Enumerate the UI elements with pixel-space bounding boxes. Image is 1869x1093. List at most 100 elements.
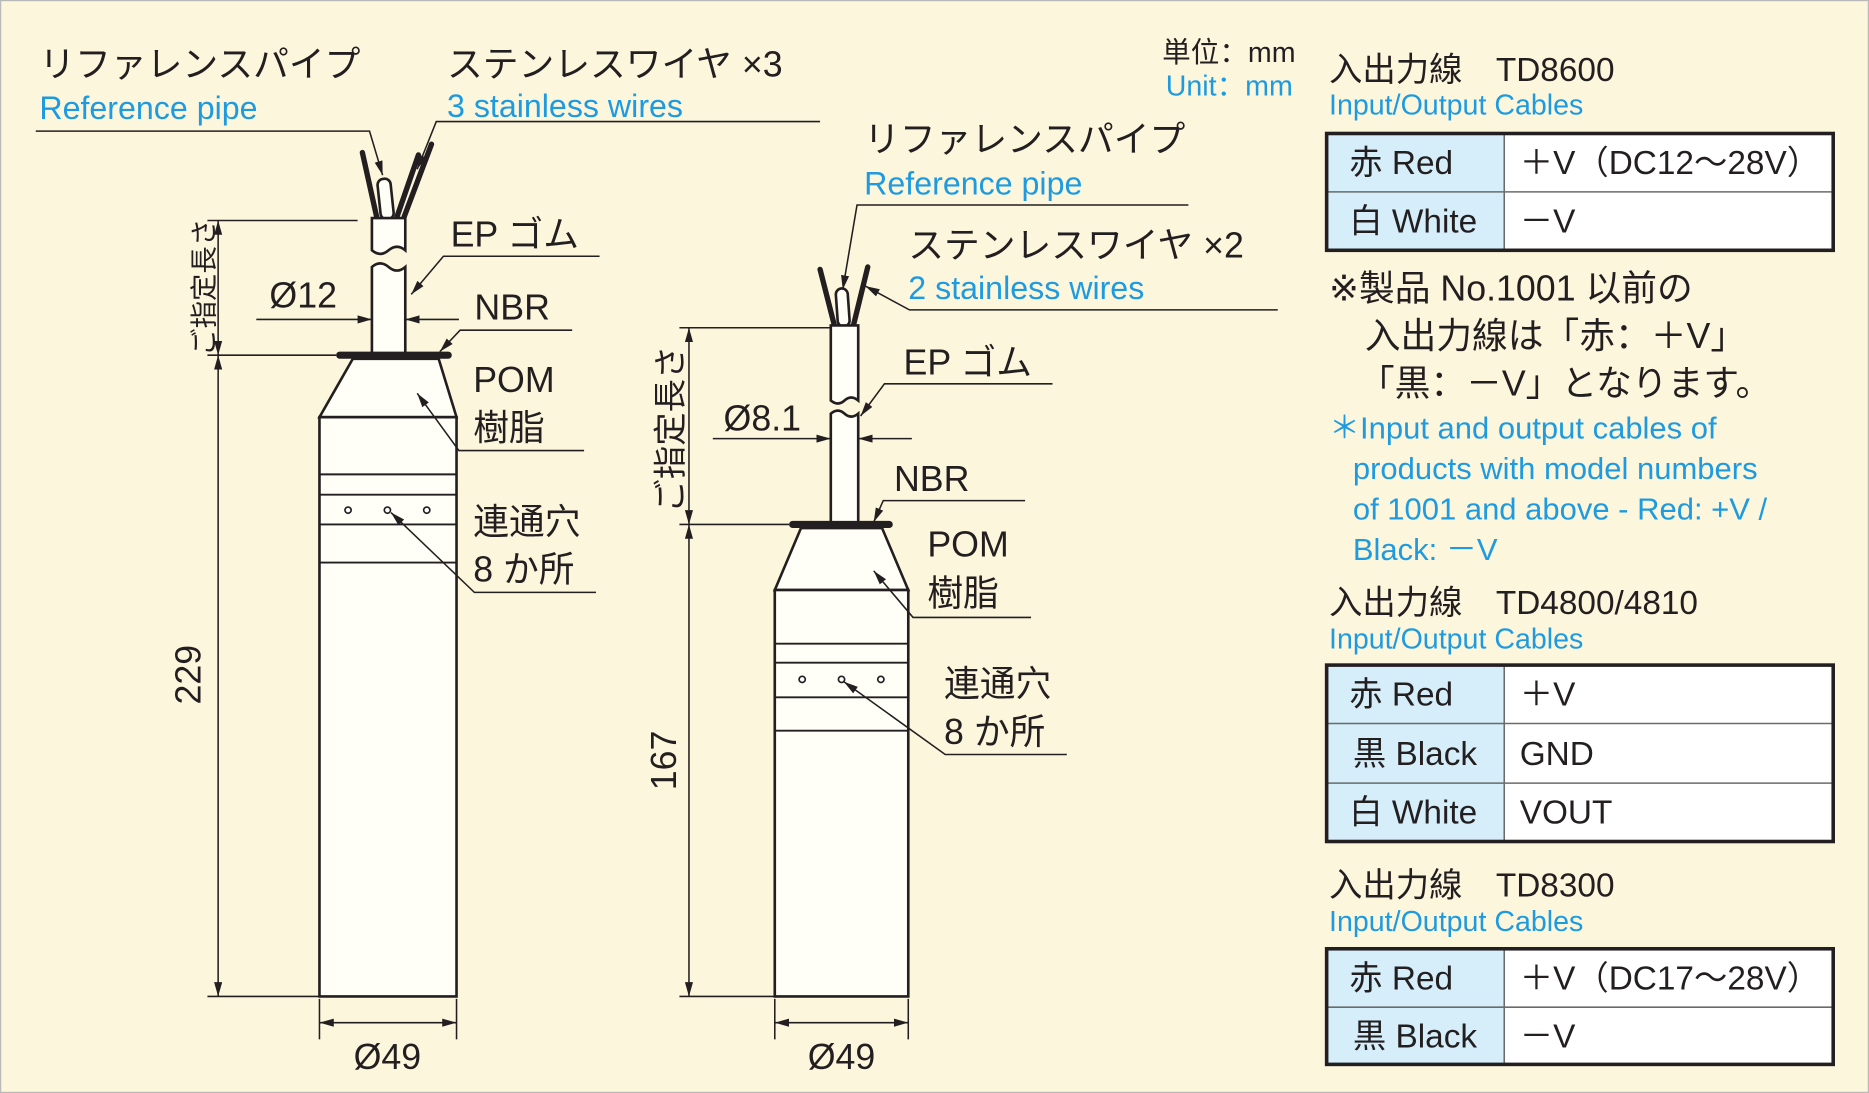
- nbr-leader: [873, 499, 1026, 523]
- left-sensor: リファレンスパイプ Reference pipe ステンレスワイヤ ×3 3 s…: [35, 44, 821, 1077]
- wire-color-cell: 黒 Black: [1353, 736, 1478, 773]
- nbr-leader: [439, 329, 573, 353]
- vent-hole: [422, 506, 431, 515]
- model-number-note: ※製品 No.1001 以前の 入出力線は「赤：＋V」 「黒：－V」となります。…: [1329, 268, 1771, 567]
- cable-table-td8300: 入出力線 TD8300 Input/Output Cables 赤 Red ＋V…: [1324, 867, 1836, 1067]
- pom-label-line2: 樹脂: [473, 408, 545, 448]
- stainless-wires-label-ja: ステンレスワイヤ ×2: [908, 225, 1244, 265]
- note-en-line: ＊Input and output cables of: [1329, 411, 1717, 446]
- note-ja-line: ※製品 No.1001 以前の: [1329, 268, 1693, 308]
- ep-rubber-label: EP ゴム: [451, 215, 579, 255]
- stainless-wires-leader: [864, 285, 1278, 311]
- wire-signal-cell: ＋V: [1520, 677, 1576, 714]
- body-length-label: 167: [644, 731, 684, 791]
- cable-table-subtitle: Input/Output Cables: [1329, 89, 1583, 121]
- reference-pipe-label-en: Reference pipe: [864, 165, 1082, 201]
- vent-holes-label-line2: 8 か所: [944, 712, 1045, 752]
- stainless-wire: [401, 141, 435, 220]
- stainless-wire: [817, 266, 838, 329]
- note-en-line: products with model numbers: [1353, 451, 1758, 486]
- table-border: [1324, 946, 1836, 1067]
- cable-diameter-label: Ø8.1: [724, 398, 802, 438]
- stainless-wire: [359, 149, 380, 220]
- nbr-label: NBR: [474, 287, 549, 327]
- cable-diameter-label: Ø12: [269, 276, 337, 316]
- body-diameter-label: Ø49: [354, 1037, 422, 1077]
- pom-label-line1: POM: [927, 525, 1008, 565]
- center-labels: リファレンスパイプ Reference pipe ステンレスワイヤ ×2 2 s…: [644, 119, 1278, 1077]
- reference-pipe-leader: [35, 130, 384, 176]
- reference-pipe-label-ja: リファレンスパイプ: [864, 119, 1185, 159]
- note-ja-line: 「黒：－V」となります。: [1359, 364, 1771, 404]
- stainless-wires-label-ja: ステンレスワイヤ ×3: [447, 44, 783, 84]
- nbr-seal: [336, 351, 452, 359]
- ep-rubber-leader: [410, 255, 600, 295]
- vent-hole: [344, 506, 353, 515]
- cable-lower-segment: [370, 262, 407, 356]
- pom-housing-body: [318, 415, 458, 998]
- wire-color-cell: 白 White: [1349, 795, 1477, 832]
- vent-holes-label-line1: 連通穴: [473, 502, 580, 542]
- cable-upper-segment: [829, 324, 860, 405]
- cable-table-subtitle: Input/Output Cables: [1329, 906, 1583, 938]
- nbr-label: NBR: [894, 459, 969, 499]
- wire-signal-cell: VOUT: [1520, 795, 1613, 832]
- wire-signal-cell: GND: [1520, 736, 1594, 773]
- ep-rubber-leader: [859, 383, 1053, 417]
- ep-rubber-label: EP ゴム: [904, 342, 1032, 382]
- vent-hole: [798, 675, 807, 684]
- wire-color-cell: 赤 Red: [1349, 145, 1453, 182]
- nbr-seal: [789, 520, 893, 529]
- wire-color-cell: 黒 Black: [1353, 1019, 1478, 1056]
- table-label-column: [1326, 665, 1505, 842]
- cable-lower-segment: [829, 409, 860, 525]
- note-ja-line: 入出力線は「赤：＋V」: [1365, 316, 1746, 356]
- reference-pipe-label-ja: リファレンスパイプ: [39, 44, 360, 84]
- table-border: [1324, 663, 1836, 844]
- wire-color-cell: 赤 Red: [1349, 960, 1453, 997]
- center-dimensions: [679, 327, 912, 1040]
- vent-holes-leader: [390, 511, 596, 594]
- left-dimensions: [207, 219, 459, 1040]
- unit-label-en: Unit：mm: [1166, 70, 1293, 102]
- unit-label: 単位：mm Unit：mm: [1162, 37, 1295, 102]
- stainless-wire: [394, 152, 422, 220]
- stainless-wire: [850, 264, 871, 329]
- cable-table-subtitle: Input/Output Cables: [1329, 623, 1583, 655]
- wire-signal-cell: －V: [1520, 1019, 1576, 1056]
- center-sensor: リファレンスパイプ Reference pipe ステンレスワイヤ ×2 2 s…: [644, 119, 1278, 1077]
- center-wire-bundle: [817, 264, 871, 329]
- pom-housing-body: [773, 588, 910, 998]
- stainless-wires-leader: [416, 120, 821, 170]
- vent-holes-label-line2: 8 か所: [473, 550, 574, 590]
- wire-color-cell: 赤 Red: [1349, 677, 1453, 714]
- reference-pipe-label-en: Reference pipe: [39, 90, 257, 126]
- note-en-line: Black: －V: [1353, 532, 1498, 567]
- cable-table-title: 入出力線 TD8600: [1329, 52, 1614, 89]
- table-value-column: [1504, 665, 1834, 842]
- cable-table-title: 入出力線 TD4800/4810: [1329, 585, 1698, 622]
- reference-pipe-leader: [841, 204, 1189, 290]
- cable-table-td8600: 入出力線 TD8600 Input/Output Cables 赤 Red ＋V…: [1324, 52, 1836, 253]
- cable-table-td4800: 入出力線 TD4800/4810 Input/Output Cables 赤 R…: [1324, 585, 1836, 844]
- pom-leader: [873, 570, 1032, 619]
- left-labels: リファレンスパイプ Reference pipe ステンレスワイヤ ×3 3 s…: [35, 44, 821, 1077]
- cable-upper-segment: [370, 216, 407, 256]
- specified-length-label: ご指定長さ: [653, 346, 690, 513]
- pom-label-line2: 樹脂: [927, 574, 999, 614]
- vent-holes-leader: [843, 681, 1067, 756]
- body-length-label: 229: [168, 645, 208, 705]
- vent-hole: [383, 506, 392, 515]
- body-diameter-label: Ø49: [808, 1037, 876, 1077]
- wire-signal-cell: ＋V（DC17〜28V）: [1520, 960, 1820, 997]
- pom-leader: [416, 392, 585, 452]
- reference-pipe-tube: [834, 287, 851, 328]
- cable-table-title: 入出力線 TD8300: [1329, 867, 1614, 904]
- reference-pipe-tube: [376, 177, 395, 221]
- stainless-wires-label-en: 3 stainless wires: [447, 88, 683, 124]
- pom-label-line1: POM: [473, 360, 554, 400]
- specified-length-label: ご指定長さ: [188, 219, 219, 356]
- unit-label-ja: 単位：mm: [1162, 37, 1295, 69]
- vent-holes-label-line1: 連通穴: [944, 664, 1051, 704]
